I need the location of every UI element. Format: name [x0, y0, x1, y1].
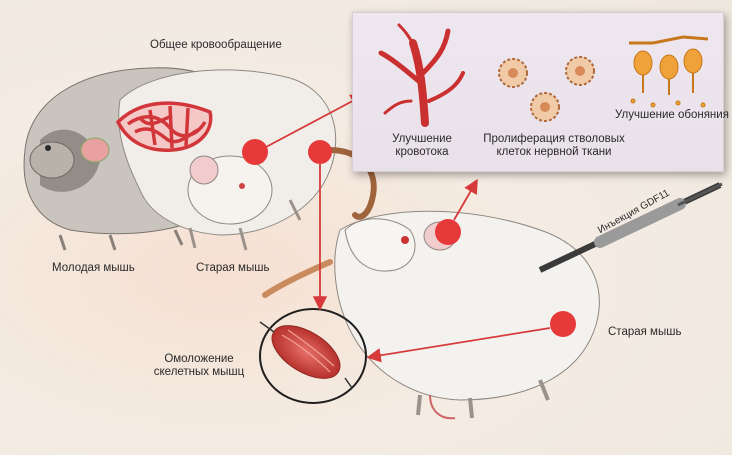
syringe-icon: [538, 182, 723, 273]
stem-cells-label: Пролиферация стволовых клеток нервной тк…: [479, 133, 629, 159]
circulation-vessels-icon: [115, 101, 213, 152]
blood-flow-label-line2: кровотока: [395, 146, 449, 158]
muscle-rejuvenation-label-line2: скелетных мышц: [153, 366, 245, 378]
muscle-rejuvenation-label: Омоложение скелетных мышц: [144, 353, 254, 379]
blood-flow-label-line1: Улучшение: [392, 133, 452, 145]
marker-dot-old-mouse-head: [242, 139, 268, 165]
marker-dot-injected-body: [550, 311, 576, 337]
stem-cells-label-line1: Пролиферация стволовых: [483, 133, 625, 145]
old-mouse-right-drawing: [262, 210, 600, 420]
benefits-inset-panel: Улучшение кровотока Пролиферация стволов…: [352, 12, 729, 172]
young-mouse-label: Молодая мышь: [52, 262, 135, 274]
stem-cells-icon: [498, 56, 595, 122]
arrow-to-inset: [265, 94, 366, 148]
blood-vessel-icon: [378, 23, 465, 127]
inset-illustrations: [378, 23, 709, 127]
smell-label: Улучшение обоняния: [615, 109, 729, 121]
old-mouse-left-label: Старая мышь: [196, 262, 270, 274]
stem-cells-label-line2: клеток нервной ткани: [496, 146, 612, 158]
marker-dot-injected-head: [435, 219, 461, 245]
old-mouse-right-label: Старая мышь: [608, 326, 682, 338]
circulation-label: Общее кровообращение: [150, 39, 282, 51]
olfactory-neurons-icon: [629, 35, 709, 108]
marker-dot-old-mouse-body: [308, 140, 332, 164]
muscle-rejuvenation-label-line1: Омоложение: [164, 353, 234, 365]
blood-flow-label: Улучшение кровотока: [377, 133, 467, 159]
skeletal-muscle-icon: [259, 308, 367, 404]
arrow-to-muscle-from-right: [366, 327, 551, 363]
arrow-to-inset-from-right: [453, 178, 478, 221]
